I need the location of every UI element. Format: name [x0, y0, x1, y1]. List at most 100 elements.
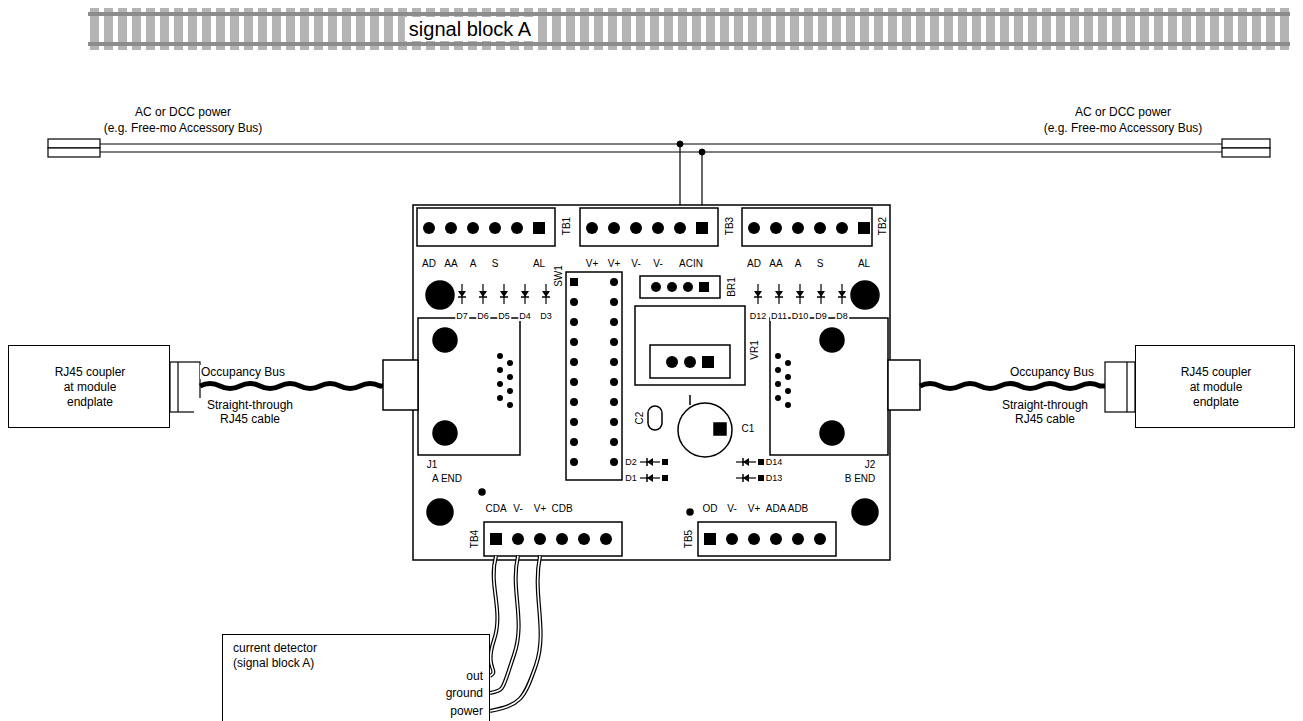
terminal-pin	[600, 533, 612, 545]
terminal-pin	[696, 222, 708, 234]
diode-pad	[758, 459, 764, 465]
ic-pin	[570, 458, 578, 466]
jack-pin	[785, 402, 791, 408]
terminal-pin	[490, 533, 502, 545]
silkscreen-label: V-	[726, 503, 737, 514]
terminal-pin	[792, 222, 804, 234]
diode-symbol	[796, 296, 804, 298]
wire-label: AC or DCC power	[134, 105, 232, 119]
diode-symbol	[743, 458, 749, 466]
terminal-pin	[511, 222, 523, 234]
diode-symbol	[500, 291, 508, 297]
terminal-pin	[467, 222, 479, 234]
silkscreen-label: C2	[634, 411, 645, 426]
silkscreen-label: V-	[652, 258, 663, 269]
silkscreen-label: D13	[765, 473, 784, 483]
pin-name: out	[466, 669, 483, 684]
silkscreen-label: V+	[585, 258, 600, 269]
silkscreen-label: TB2	[877, 216, 888, 236]
diode-symbol	[542, 291, 550, 297]
diode-pad	[758, 475, 764, 481]
diode-symbol	[796, 291, 804, 297]
ic-pin	[610, 378, 618, 386]
terminal-pin	[652, 222, 664, 234]
board-details	[423, 222, 870, 545]
ic-pin	[570, 278, 578, 286]
silkscreen-label: D1	[624, 473, 638, 483]
silkscreen-label: TB3	[724, 216, 735, 236]
ic-pin	[610, 418, 618, 426]
polarity-mark	[689, 395, 691, 405]
terminal-pin	[770, 222, 782, 234]
jack-pin	[775, 381, 781, 387]
pin-name: ground	[446, 686, 483, 701]
jack-pin	[497, 395, 503, 401]
track	[88, 8, 1290, 50]
silkscreen-label: D2	[624, 457, 638, 467]
terminal-pin	[512, 533, 524, 545]
terminal-pin	[423, 222, 435, 234]
silkscreen-label: AL	[857, 258, 871, 269]
ic-pin	[610, 318, 618, 326]
diode-symbol	[500, 296, 508, 298]
jack-pin	[775, 353, 781, 359]
wire-label: (e.g. Free-mo Accessory Bus)	[1043, 121, 1204, 135]
ic-pin	[610, 358, 618, 366]
silkscreen-label: D12	[749, 311, 768, 321]
node-title: RJ45 coupler at module endplate	[50, 365, 130, 410]
diode-symbol	[742, 474, 744, 482]
silkscreen-label: J1	[426, 459, 439, 470]
silkscreen-label: V+	[607, 258, 622, 269]
silkscreen-label: SW1	[553, 264, 564, 288]
ic-pin	[570, 398, 578, 406]
silkscreen-label: D8	[835, 311, 849, 321]
bridge-pin	[651, 282, 661, 292]
terminal-pin	[608, 222, 620, 234]
terminal-pin	[814, 533, 826, 545]
ic-pin	[570, 298, 578, 306]
detector-wires	[490, 556, 541, 711]
diode-symbol	[838, 291, 846, 297]
diode-symbol	[479, 296, 487, 298]
silkscreen-label: D7	[455, 311, 469, 321]
diode-pad	[662, 475, 668, 481]
diode-symbol	[647, 474, 653, 482]
terminal-pin	[445, 222, 457, 234]
silkscreen-label: A	[794, 258, 803, 269]
diode-symbol	[838, 296, 846, 298]
silkscreen-label: ADB	[787, 503, 810, 514]
terminal-pin	[792, 533, 804, 545]
diode-symbol	[817, 291, 825, 297]
silkscreen-label: CDA	[484, 503, 507, 514]
silkscreen-label: CDB	[550, 503, 573, 514]
terminal-pin	[578, 533, 590, 545]
ic-pin	[570, 378, 578, 386]
silkscreen-label: OD	[702, 503, 719, 514]
diode-symbol	[458, 296, 466, 298]
jack-pin	[507, 388, 513, 394]
terminal-pin	[586, 222, 598, 234]
bridge-pin	[683, 282, 693, 292]
node-title: signal block A	[405, 17, 535, 41]
ic-pin	[570, 418, 578, 426]
terminal-pin	[748, 533, 760, 545]
silkscreen-label: BR1	[726, 276, 737, 297]
ic-pin	[610, 438, 618, 446]
coupler-box: RJ45 coupler at module endplate	[8, 345, 170, 428]
diode-pad	[662, 459, 668, 465]
silkscreen-label: ADA	[765, 503, 788, 514]
diode-symbol	[646, 474, 648, 482]
terminal-pin	[836, 222, 848, 234]
jack-pin	[507, 360, 513, 366]
silkscreen-label: AA	[768, 258, 783, 269]
diode-symbol	[479, 291, 487, 297]
jack-pin	[775, 395, 781, 401]
silkscreen-label: ACIN	[678, 258, 704, 269]
terminal-pin	[674, 222, 686, 234]
silkscreen-label: V+	[533, 503, 548, 514]
diode-symbol	[646, 458, 648, 466]
silkscreen-label: D3	[539, 311, 553, 321]
silkscreen-label: VR1	[749, 339, 760, 360]
silkscreen-label: TB5	[683, 529, 694, 549]
jack-pin	[775, 367, 781, 373]
